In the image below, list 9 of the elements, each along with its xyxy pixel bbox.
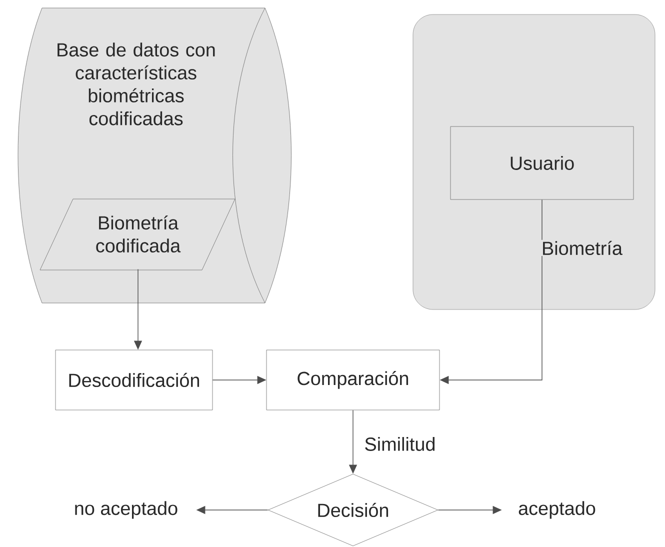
outcome-text: aceptado — [518, 501, 596, 519]
outcome-text: no aceptado — [75, 501, 178, 519]
user-panel — [412, 14, 656, 310]
process-box: Descodificación — [55, 350, 213, 410]
process-box: Comparación — [266, 350, 440, 410]
edge-label: Similitud — [363, 436, 437, 452]
edge-label: Biometría — [540, 240, 624, 256]
data-parallelogram: Biometría codificada — [40, 198, 236, 270]
process-box: Usuario — [450, 126, 634, 200]
